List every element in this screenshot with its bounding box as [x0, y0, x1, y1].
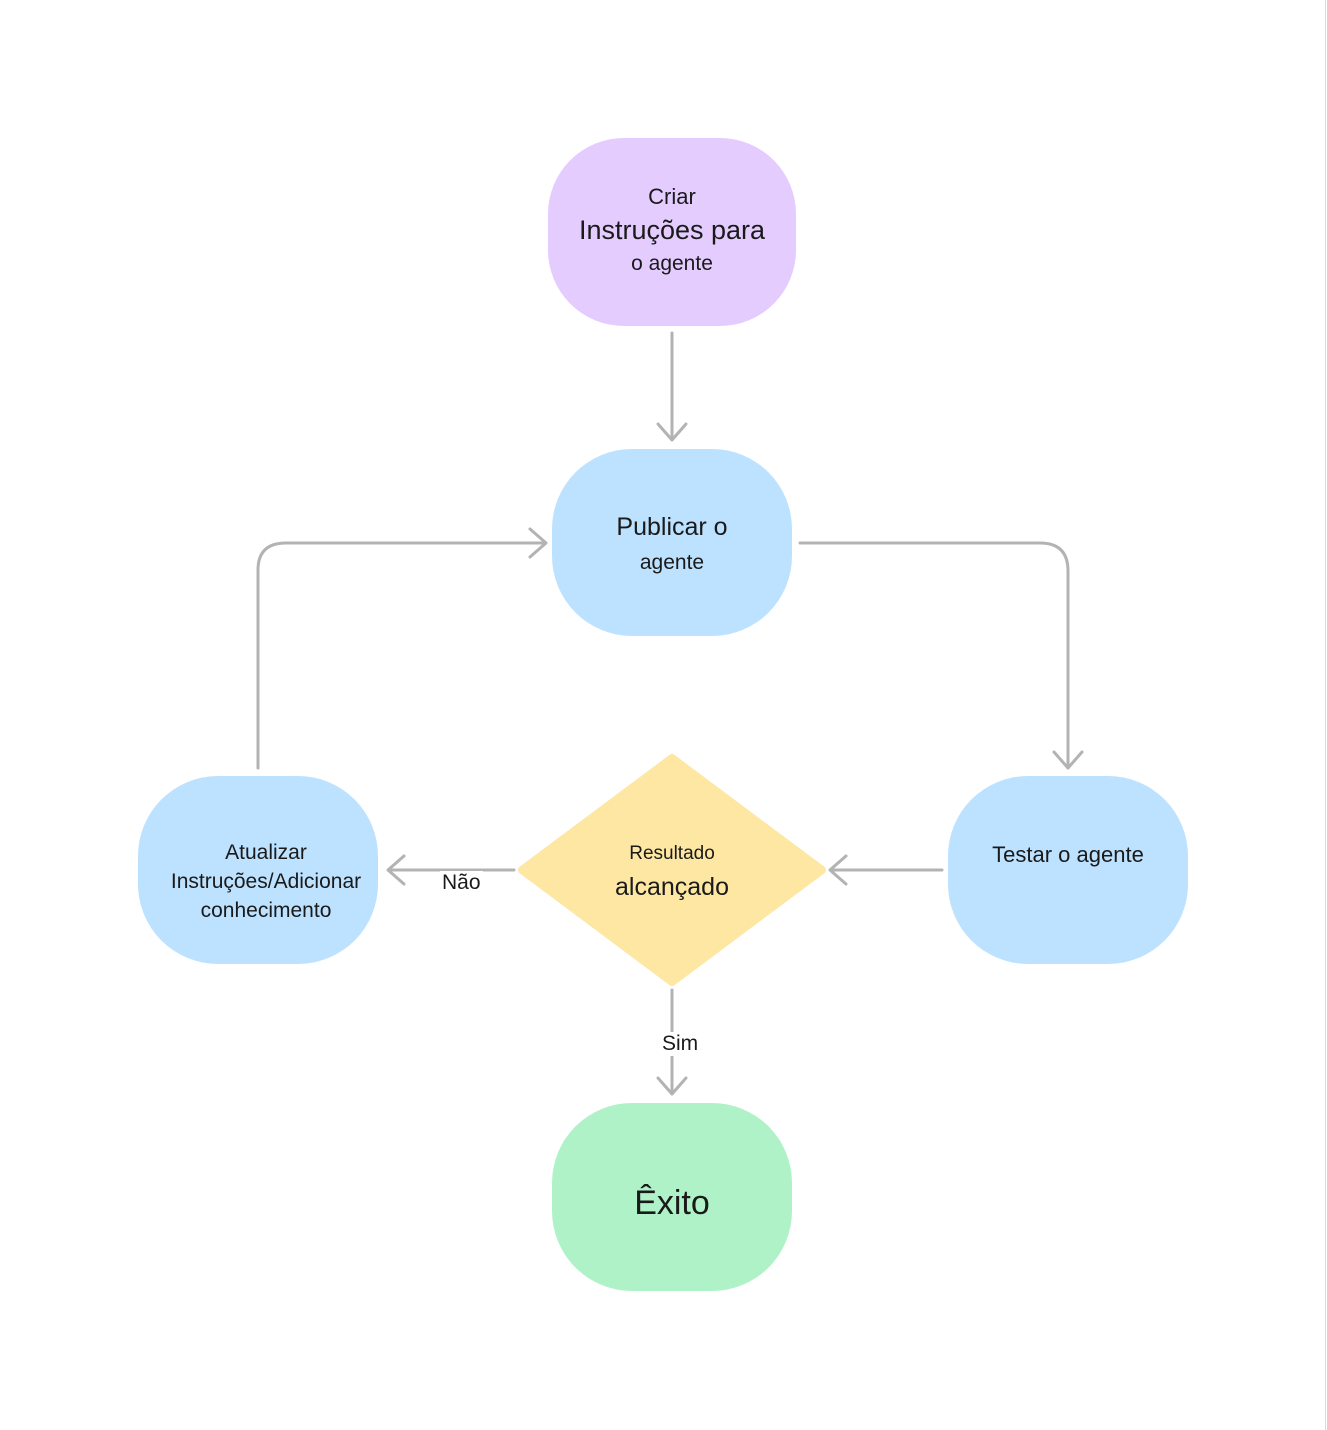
- arrowhead-publish-left: [528, 527, 548, 559]
- node-publish-agent: [552, 449, 792, 636]
- canvas-border: [1325, 0, 1326, 1430]
- node-success: [552, 1103, 792, 1291]
- update-label-line3: conhecimento: [200, 899, 332, 923]
- connectors: [256, 331, 1084, 1096]
- arrowhead-decision-right: [828, 854, 848, 886]
- create-label-line2: Instruções para: [578, 215, 766, 246]
- arrowhead-update-right: [386, 854, 406, 886]
- publish-label-line2: agente: [639, 551, 705, 574]
- create-label-line1: Criar: [648, 184, 696, 209]
- arrowhead-success-top: [656, 1076, 688, 1096]
- arrowhead-test-top: [1052, 750, 1084, 770]
- edge-label-no: Não: [440, 871, 483, 895]
- create-label: Criar Instruções para o agente: [548, 184, 796, 276]
- publish-label-line1: Publicar o: [616, 513, 728, 541]
- node-create-instructions: [548, 138, 796, 326]
- edge-label-yes: Sim: [660, 1032, 701, 1056]
- update-label: Atualizar Instruções/Adicionar conhecime…: [138, 840, 394, 924]
- node-update-instructions: [138, 776, 378, 964]
- update-label-line1: Atualizar: [225, 841, 307, 864]
- decision-label-line1: Resultado: [629, 843, 715, 864]
- node-test-agent: [948, 776, 1188, 964]
- success-label: Êxito: [634, 1184, 710, 1222]
- arrowhead-publish-top: [656, 422, 688, 442]
- test-label: Testar o agente: [992, 842, 1144, 867]
- edge-publish-to-test: [798, 541, 1070, 768]
- edge-update-to-publish: [256, 541, 546, 770]
- create-label-line3: o agente: [631, 251, 713, 275]
- decision-label: Resultado alcançado: [572, 843, 772, 902]
- update-label-line2: Instruções/Adicionar: [170, 870, 362, 894]
- node-decision-result: [518, 754, 826, 986]
- publish-label: Publicar o agente: [552, 512, 792, 575]
- decision-label-line2: alcançado: [615, 872, 729, 901]
